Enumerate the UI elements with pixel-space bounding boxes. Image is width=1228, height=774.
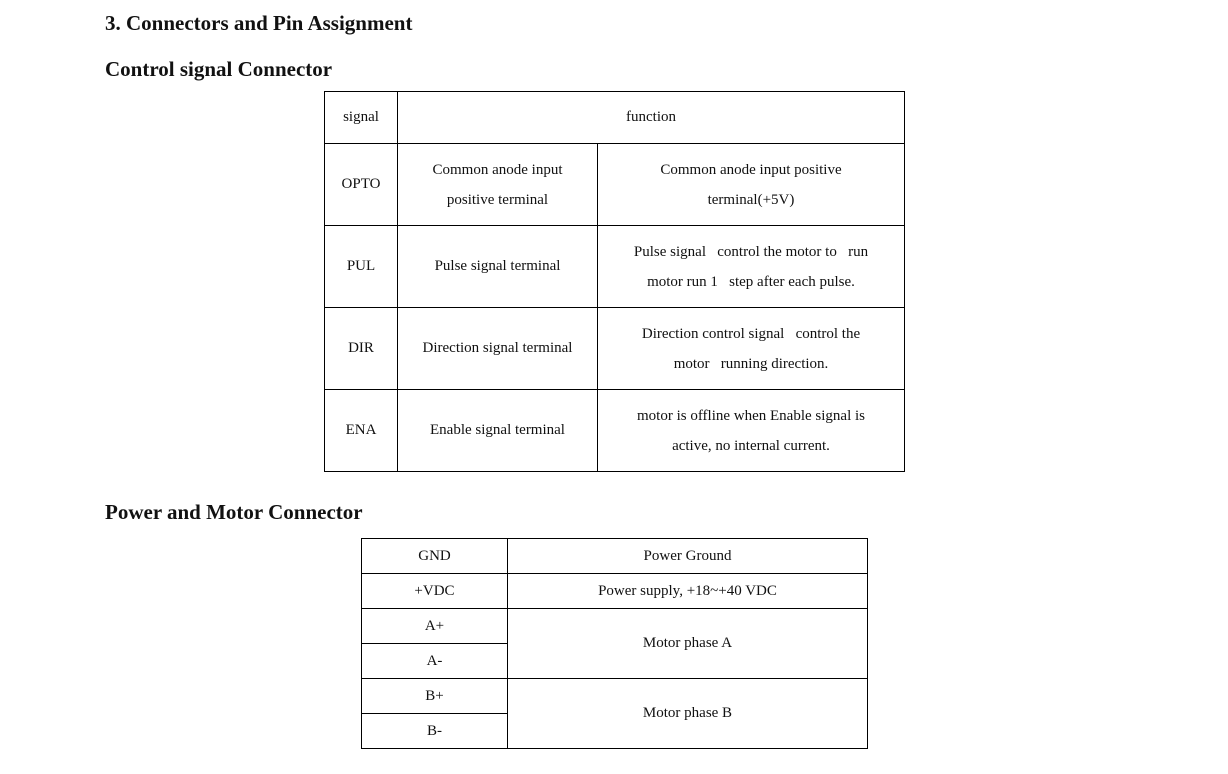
pin-name: A- xyxy=(361,643,508,679)
table-row: PUL Pulse signal terminal Pulse signal c… xyxy=(324,225,905,308)
pin-name: B+ xyxy=(361,678,508,714)
control-signal-heading: Control signal Connector xyxy=(105,57,333,81)
power-motor-table: GND Power Ground +VDC Power supply, +18~… xyxy=(361,538,868,749)
table-row: B+ Motor phase B xyxy=(361,678,868,749)
table-row: A+ Motor phase A xyxy=(361,608,868,679)
table-row: B- xyxy=(361,713,868,749)
pin-name: B- xyxy=(361,713,508,749)
signal-name: ENA xyxy=(324,389,398,472)
table-row: GND Power Ground xyxy=(361,538,868,574)
table-row: DIR Direction signal terminal Direction … xyxy=(324,307,905,390)
pin-function: Motor phase A xyxy=(507,608,868,679)
signal-name: DIR xyxy=(324,307,398,390)
table-row: A- xyxy=(361,643,868,679)
pin-name: +VDC xyxy=(361,573,508,609)
pin-function: Motor phase B xyxy=(507,678,868,749)
pin-name: A+ xyxy=(361,608,508,644)
power-motor-heading: Power and Motor Connector xyxy=(105,500,363,524)
signal-terminal: Enable signal terminal xyxy=(397,389,598,472)
header-function: function xyxy=(397,91,905,144)
section-title: 3. Connectors and Pin Assignment xyxy=(105,11,413,35)
table-row: +VDC Power supply, +18~+40 VDC xyxy=(361,573,868,609)
table-row: ENA Enable signal terminal motor is offl… xyxy=(324,389,905,472)
header-signal: signal xyxy=(324,91,398,144)
signal-terminal: Pulse signal terminal xyxy=(397,225,598,308)
pin-name: GND xyxy=(361,538,508,574)
signal-name: OPTO xyxy=(324,143,398,226)
signal-terminal: Direction signal terminal xyxy=(397,307,598,390)
signal-name: PUL xyxy=(324,225,398,308)
pin-function: Power Ground xyxy=(507,538,868,574)
pin-function: Power supply, +18~+40 VDC xyxy=(507,573,868,609)
table-header-row: signal function xyxy=(324,91,905,144)
